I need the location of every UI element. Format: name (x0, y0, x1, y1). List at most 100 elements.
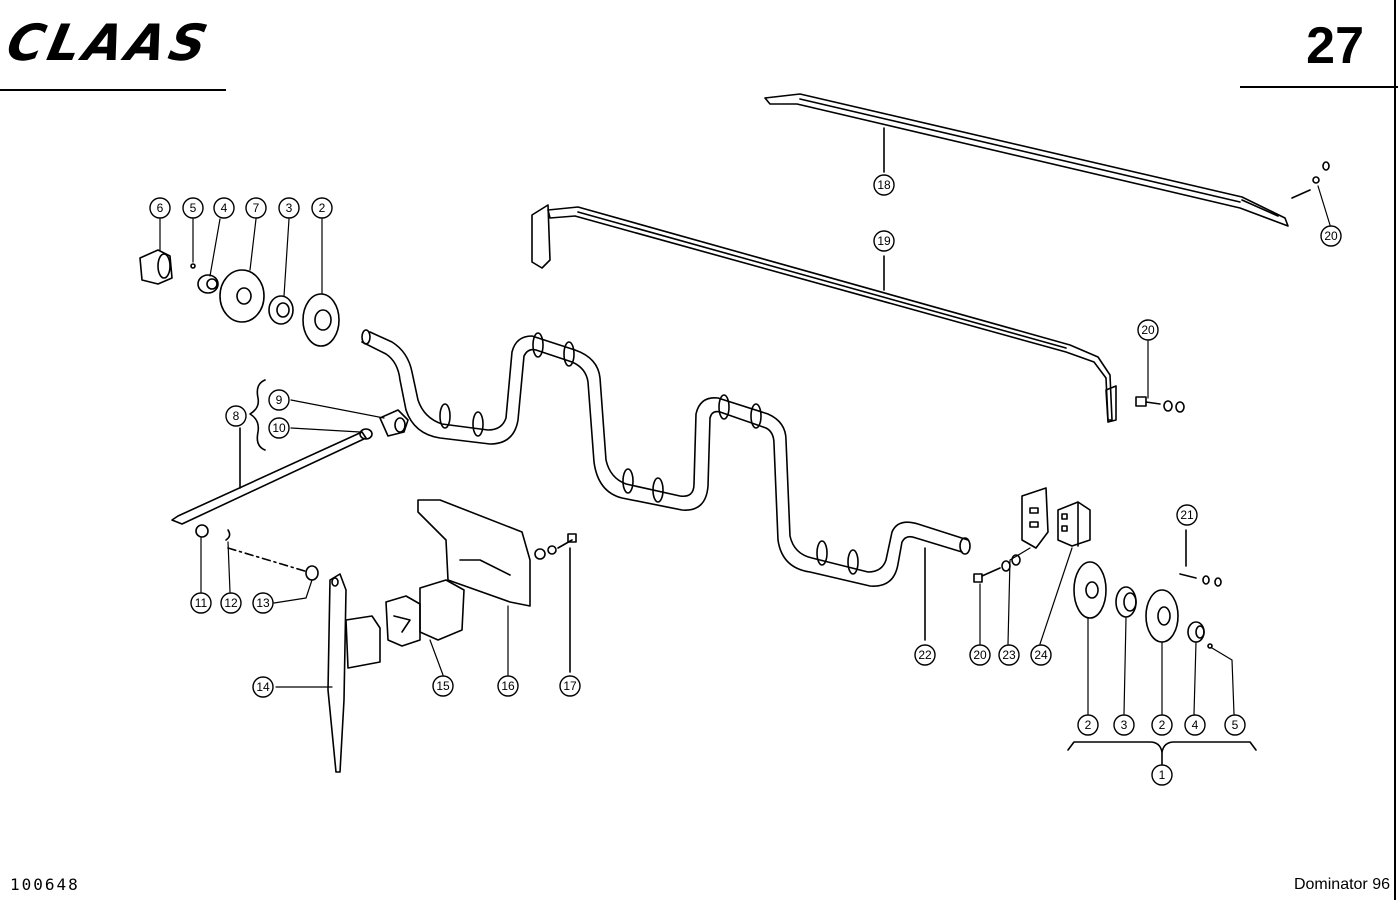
callout-1: 1 (1151, 764, 1173, 786)
svg-text:2: 2 (319, 201, 326, 215)
svg-text:6: 6 (157, 201, 164, 215)
svg-text:13: 13 (256, 596, 270, 610)
callout-22: 22 (914, 644, 936, 666)
part-10-nut (359, 428, 373, 440)
callout-17: 17 (559, 675, 581, 697)
callout-20-middle: 20 (1137, 319, 1159, 341)
model-name: Dominator 96 (1293, 876, 1390, 893)
callout-15: 15 (432, 675, 454, 697)
part-5-ball-lower (1207, 643, 1213, 649)
svg-text:7: 7 (253, 201, 260, 215)
header-rule-right (1240, 86, 1398, 88)
part-5-ball (190, 263, 196, 269)
callout-11: 11 (190, 592, 212, 614)
svg-text:20: 20 (1141, 323, 1155, 337)
callout-21: 21 (1176, 504, 1198, 526)
callout-7: 7 (245, 197, 267, 219)
page-number: 27 (1306, 17, 1364, 75)
svg-text:14: 14 (256, 680, 270, 694)
svg-text:3: 3 (286, 201, 293, 215)
callout-5: 5 (182, 197, 204, 219)
svg-text:2: 2 (1159, 718, 1166, 732)
svg-text:12: 12 (224, 596, 238, 610)
page-border-right (1394, 0, 1396, 900)
part-3-bearing (268, 295, 294, 325)
callout-16: 16 (497, 675, 519, 697)
part-7-flange-plate (219, 269, 265, 323)
callout-2-lower-a: 2 (1077, 714, 1099, 736)
callout-14: 14 (252, 676, 274, 698)
svg-text:3: 3 (1121, 718, 1128, 732)
callout-8: 8 (225, 405, 247, 427)
part-11-washer (195, 524, 209, 538)
part-20-bolt-upper (1291, 161, 1330, 199)
part-18-upper-bar (764, 93, 1289, 227)
svg-text:10: 10 (272, 421, 286, 435)
part-13-nut (305, 565, 319, 581)
part-4-bushing-lower (1187, 621, 1205, 643)
svg-text:19: 19 (877, 234, 891, 248)
part-8-tie-rod (171, 427, 367, 525)
part-17-bolt (534, 533, 577, 673)
callout-18: 18 (873, 174, 895, 196)
part-12-split-pin (225, 529, 231, 541)
part-20-bolt-middle (1135, 396, 1185, 413)
part-20-bolt-lower (973, 554, 1021, 583)
callout-3: 3 (278, 197, 300, 219)
svg-text:20: 20 (973, 648, 987, 662)
callout-13: 13 (252, 592, 274, 614)
callout-3-lower: 3 (1113, 714, 1135, 736)
document-id: 100648 (10, 875, 80, 894)
callout-10: 10 (268, 417, 290, 439)
callout-4-lower: 4 (1184, 714, 1206, 736)
part-16-mounting-plate (417, 499, 531, 607)
svg-text:21: 21 (1180, 508, 1194, 522)
part-6-sleeve (139, 249, 173, 285)
svg-text:15: 15 (436, 679, 450, 693)
svg-text:1: 1 (1159, 768, 1166, 782)
assembly-line-13 (227, 547, 309, 573)
svg-text:20: 20 (1324, 229, 1338, 243)
callout-2-lower-b: 2 (1151, 714, 1173, 736)
part-15-rubber-block (385, 579, 465, 647)
header-rule-left (0, 89, 226, 91)
callout-5-lower: 5 (1224, 714, 1246, 736)
group-1-bracket (1067, 741, 1257, 765)
part-3-bearing-lower (1115, 586, 1137, 618)
svg-text:5: 5 (190, 201, 197, 215)
svg-text:11: 11 (195, 596, 208, 610)
callout-markers: 6 5 4 7 3 2 8 9 10 11 12 13 14 15 16 17 … (149, 174, 1342, 786)
callout-9: 9 (268, 389, 290, 411)
part-19-long-rod (531, 204, 1117, 423)
callout-19: 19 (873, 230, 895, 252)
svg-text:9: 9 (276, 393, 283, 407)
svg-text:2: 2 (1085, 718, 1092, 732)
part-24-bracket (1057, 501, 1091, 547)
callout-20-lower: 20 (969, 644, 991, 666)
part-2-flange (302, 293, 340, 347)
callout-12: 12 (220, 592, 242, 614)
callout-23: 23 (998, 644, 1020, 666)
svg-text:23: 23 (1002, 648, 1016, 662)
part-9-nut-block (379, 409, 409, 437)
svg-text:4: 4 (1192, 718, 1199, 732)
group-8-bracket (249, 379, 266, 451)
part-2-flange-lower-b (1145, 589, 1179, 643)
part-22-crank-shaft (361, 329, 971, 641)
svg-text:8: 8 (233, 409, 240, 423)
callout-2: 2 (311, 197, 333, 219)
svg-text:4: 4 (221, 201, 228, 215)
part-2-flange-lower-a (1073, 561, 1107, 619)
leader-lines (159, 185, 1331, 715)
callout-6: 6 (149, 197, 171, 219)
part-23-bracket (1021, 487, 1049, 549)
callout-4: 4 (213, 197, 235, 219)
callout-20-upper: 20 (1320, 225, 1342, 247)
svg-text:5: 5 (1232, 718, 1239, 732)
part-21-bolt (1179, 529, 1222, 587)
callout-24: 24 (1030, 644, 1052, 666)
part-14-lever (327, 573, 381, 773)
svg-text:16: 16 (501, 679, 515, 693)
